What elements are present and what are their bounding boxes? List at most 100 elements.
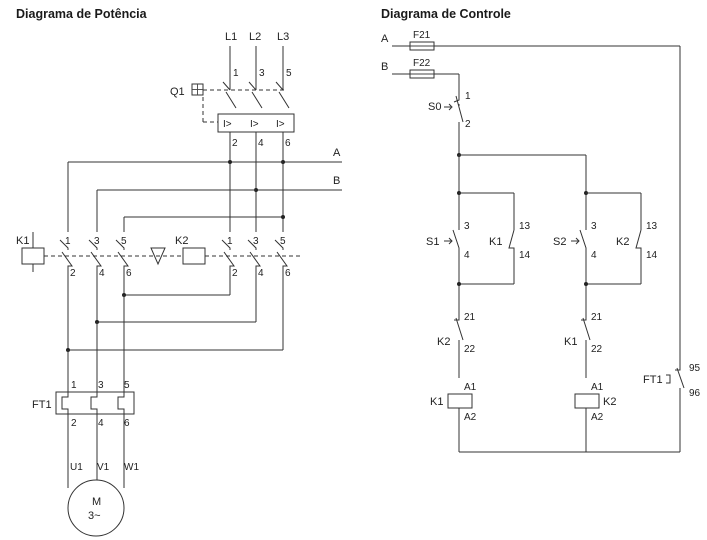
ft1-terminal-96: 96: [689, 388, 701, 399]
ft1-terminal-2: 2: [71, 418, 77, 429]
k2-terminal-3: 3: [253, 236, 259, 247]
line-l1-label: L1: [225, 31, 237, 43]
fuse-f22-label: F22: [413, 58, 431, 69]
ft1-terminal-3: 3: [98, 380, 104, 391]
k2-seal-contact: [635, 229, 642, 284]
k1-coil-icon: [21, 247, 45, 265]
ft1-terminal-1: 1: [71, 380, 77, 391]
k1-terminal-3: 3: [94, 236, 100, 247]
k1-contact-1: [59, 239, 73, 272]
k2-coil-label: K2: [603, 396, 616, 408]
interlock-triangle-icon: [150, 247, 166, 266]
ft1-thermal-element-3: [117, 392, 125, 414]
motor-icon: [67, 479, 125, 537]
k1-contact-3: [115, 239, 129, 272]
ft1-contact-label: FT1: [643, 374, 663, 386]
k1-seal-terminal-14: 14: [519, 250, 531, 261]
k2-terminal-5: 5: [280, 236, 286, 247]
control-diagram: Diagrama de Controle A B F21 F22 1 S0 2 …: [381, 7, 701, 453]
k1-contact-2: [88, 239, 102, 272]
k2-control-coil-icon: [574, 393, 600, 409]
q1-terminal-2: 2: [232, 138, 238, 149]
s2-start-contact: [579, 222, 587, 260]
motor-terminal-u1: U1: [70, 462, 83, 473]
s0-label: S0: [428, 101, 441, 113]
k1-seal-contact: [508, 229, 515, 284]
k1-control-coil-icon: [447, 393, 473, 409]
q1-terminal-4: 4: [258, 138, 264, 149]
s1-terminal-4: 4: [464, 250, 470, 261]
q1-breaker-contacts: [202, 81, 290, 123]
k2-terminal-1: 1: [227, 236, 233, 247]
ft1-terminal-5: 5: [124, 380, 130, 391]
k2-interlock-terminal-22: 22: [464, 344, 476, 355]
motor-terminal-v1: V1: [97, 462, 110, 473]
k2-seal-terminal-14: 14: [646, 250, 658, 261]
k2-interlock-label: K2: [437, 336, 450, 348]
ft1-terminal-95: 95: [689, 363, 701, 374]
motor-phase-label: 3~: [88, 510, 101, 522]
s2-terminal-3: 3: [591, 221, 597, 232]
line-l2-label: L2: [249, 31, 261, 43]
k1-terminal-4: 4: [99, 268, 105, 279]
s1-terminal-3: 3: [464, 221, 470, 232]
s1-start-contact: [452, 222, 460, 260]
ft1-nc-contact: [675, 364, 685, 452]
k2-coil-terminal-a2: A2: [591, 412, 604, 423]
k2-interlock-contact: [454, 312, 464, 378]
power-diagram-title: Diagrama de Potência: [16, 7, 148, 21]
bus-b-label: B: [333, 175, 340, 187]
q1-terminal-6: 6: [285, 138, 291, 149]
k2-terminal-4: 4: [258, 268, 264, 279]
k1-terminal-1: 1: [65, 236, 71, 247]
k1-terminal-6: 6: [126, 268, 132, 279]
k2-label: K2: [175, 235, 188, 247]
s2-pushbutton-icon: [571, 237, 580, 245]
power-diagram: Diagrama de Potência L1 L2 L3 1 3 5 Q1 I…: [16, 7, 342, 537]
k1-seal-label: K1: [489, 236, 502, 248]
s0-stop-contact: [453, 92, 464, 130]
k1-seal-terminal-13: 13: [519, 221, 531, 232]
k2-contact-1: [221, 239, 235, 272]
q1-trip-symbol-2: I>: [250, 119, 259, 130]
k2-coil-terminal-a1: A1: [591, 382, 604, 393]
control-supply-a: A: [381, 33, 389, 45]
k2-seal-terminal-13: 13: [646, 221, 658, 232]
ft1-thermal-element-1: [61, 392, 69, 414]
q1-terminal-3: 3: [259, 68, 265, 79]
line-l3-label: L3: [277, 31, 289, 43]
s0-pushbutton-icon: [444, 103, 453, 111]
k1-coil-terminal-a1: A1: [464, 382, 477, 393]
ft1-overload-relay: [55, 391, 135, 415]
k2-terminal-2: 2: [232, 268, 238, 279]
ft1-thermal-element-2: [90, 392, 98, 414]
q1-trip-symbol-3: I>: [276, 119, 285, 130]
motor-terminal-w1: W1: [124, 462, 139, 473]
q1-terminal-1: 1: [233, 68, 239, 79]
k1-coil-label: K1: [430, 396, 443, 408]
q1-terminal-5: 5: [286, 68, 292, 79]
s1-label: S1: [426, 236, 439, 248]
k1-terminal-2: 2: [70, 268, 76, 279]
bus-a-label: A: [333, 147, 341, 159]
k1-coil-terminal-a2: A2: [464, 412, 477, 423]
k1-interlock-label: K1: [564, 336, 577, 348]
s2-label: S2: [553, 236, 566, 248]
k1-label: K1: [16, 235, 29, 247]
k2-seal-label: K2: [616, 236, 629, 248]
s1-pushbutton-icon: [444, 237, 453, 245]
fuse-f21-label: F21: [413, 30, 431, 41]
motor-label: M: [92, 496, 101, 508]
k1-interlock-contact: [581, 312, 591, 378]
k1-interlock-terminal-22: 22: [591, 344, 603, 355]
k2-terminal-6: 6: [285, 268, 291, 279]
ft1-terminal-4: 4: [98, 418, 104, 429]
q1-label: Q1: [170, 86, 185, 98]
ft1-terminal-6: 6: [124, 418, 130, 429]
k2-coil-icon: [182, 247, 206, 265]
k2-contact-2: [247, 239, 261, 272]
k2-contact-3: [274, 239, 288, 272]
k1-interlock-terminal-21: 21: [591, 312, 603, 323]
s2-terminal-4: 4: [591, 250, 597, 261]
